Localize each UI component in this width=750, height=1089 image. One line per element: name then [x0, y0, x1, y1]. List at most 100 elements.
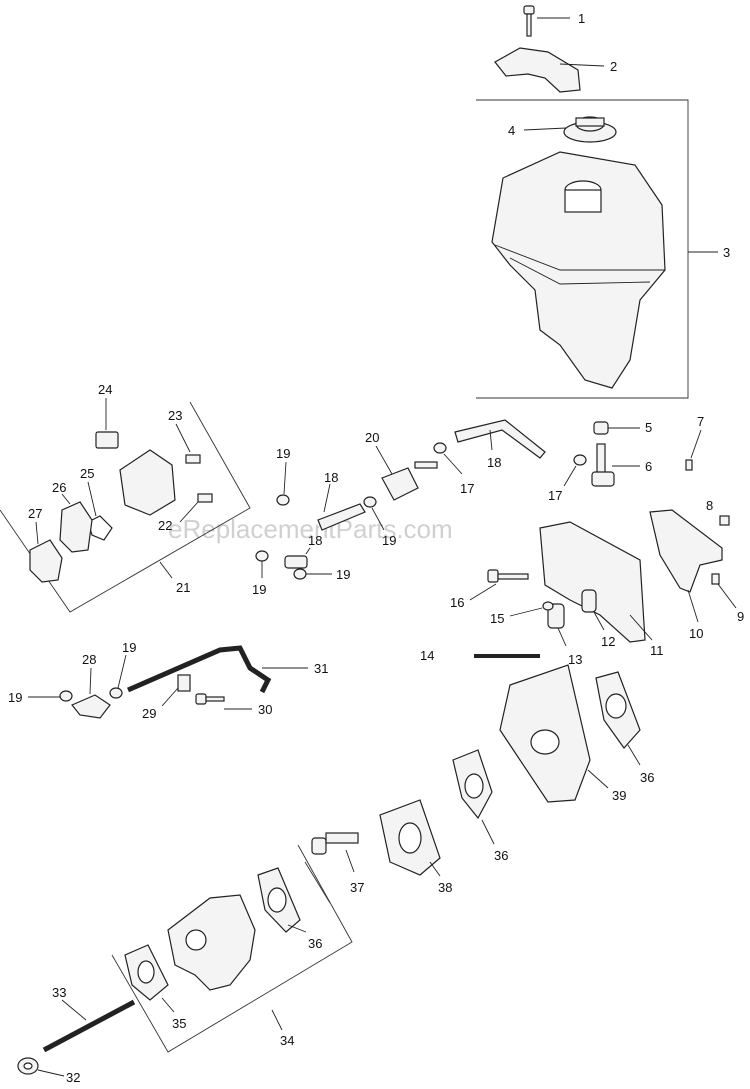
- svg-text:17: 17: [460, 481, 474, 496]
- svg-text:14: 14: [420, 648, 434, 663]
- svg-text:31: 31: [314, 661, 328, 676]
- screw-part-7: [685, 459, 693, 471]
- bolt-part-37: [311, 832, 359, 855]
- fuel-pump-part-21: [119, 449, 176, 516]
- clamp-part-19: [363, 496, 377, 508]
- callout-19: 19: [8, 690, 60, 705]
- fuel-hose-part-18: [284, 555, 308, 569]
- svg-text:7: 7: [697, 414, 704, 429]
- svg-text:39: 39: [612, 788, 626, 803]
- fuel-filter-part-20: [381, 461, 438, 501]
- svg-text:32: 32: [66, 1070, 80, 1085]
- spacer-part-12: [581, 589, 597, 613]
- svg-text:36: 36: [700, 1068, 714, 1083]
- callout-17: 17: [443, 453, 474, 496]
- svg-text:19: 19: [382, 533, 396, 548]
- svg-text:23: 23: [168, 408, 182, 423]
- mounting-plate-part-11: [539, 521, 646, 643]
- svg-text:13: 13: [568, 652, 582, 667]
- callout-7: 7: [690, 414, 704, 459]
- fuel-tank-part-3: [491, 151, 666, 389]
- callout-9: 9: [717, 583, 744, 624]
- hose-part-28: [71, 694, 111, 719]
- callout-19: 19: [117, 640, 136, 689]
- fuel-cap-part-4: [563, 116, 617, 143]
- adapter-part-38: [379, 799, 441, 876]
- svg-text:3: 3: [723, 245, 730, 260]
- callout-4: 4: [508, 123, 567, 138]
- callout-14: 14: [420, 648, 434, 663]
- svg-text:1: 1: [578, 11, 585, 26]
- screw-part-9: [711, 573, 720, 585]
- callout-32: 32: [37, 1069, 80, 1085]
- bolt-part-30: [195, 693, 225, 705]
- svg-text:36: 36: [308, 936, 322, 951]
- nut-part-8: [719, 515, 730, 526]
- spacer-part-13: [547, 603, 565, 629]
- callout-6: 6: [612, 459, 652, 474]
- callout-16: 16: [450, 583, 497, 610]
- svg-text:18: 18: [308, 533, 322, 548]
- callout-37: 37: [345, 849, 364, 895]
- svg-text:4: 4: [508, 123, 515, 138]
- divider-line: [304, 861, 331, 904]
- svg-text:28: 28: [82, 652, 96, 667]
- callout-18: 18: [487, 429, 501, 470]
- svg-text:26: 26: [52, 480, 66, 495]
- bracket-part-2: [494, 47, 581, 93]
- gasket-part-27: [29, 539, 63, 583]
- callout-5: 5: [608, 420, 652, 435]
- gasket-part-36: [257, 867, 301, 933]
- watermark: eReplacementParts.com: [168, 514, 453, 544]
- callout-39: 39: [587, 769, 626, 803]
- callout-28: 28: [82, 652, 96, 695]
- callout-20: 20: [365, 430, 393, 475]
- svg-text:18: 18: [324, 470, 338, 485]
- svg-text:37: 37: [350, 880, 364, 895]
- callout-19: 19: [306, 567, 350, 582]
- svg-text:17: 17: [548, 488, 562, 503]
- svg-text:19: 19: [8, 690, 22, 705]
- svg-text:16: 16: [450, 595, 464, 610]
- gasket-part-36: [452, 749, 493, 820]
- callout-27: 27: [28, 506, 42, 545]
- callout-26: 26: [52, 480, 71, 505]
- callout-38: 38: [429, 861, 452, 895]
- callout-10: 10: [687, 589, 703, 641]
- bracket-part-10: [649, 509, 723, 593]
- svg-text:38: 38: [438, 880, 452, 895]
- callout-34: 34: [271, 1009, 294, 1048]
- gasket-part-36: [595, 671, 641, 749]
- callout-3: 3: [688, 245, 730, 260]
- fuel-line-part-31: [127, 645, 272, 694]
- fuel-hose-part-18: [454, 419, 546, 459]
- callout-25: 25: [80, 466, 97, 517]
- bolt-part-1: [523, 5, 535, 37]
- callout-22: 22: [158, 501, 199, 533]
- callout-29: 29: [142, 687, 179, 721]
- washer-part-15: [542, 601, 554, 611]
- svg-text:19: 19: [276, 446, 290, 461]
- svg-text:30: 30: [258, 702, 272, 717]
- fuel-hose-part-18: [317, 503, 366, 531]
- svg-text:35: 35: [172, 1016, 186, 1031]
- clamp-part-19: [276, 494, 290, 506]
- svg-text:24: 24: [98, 382, 112, 397]
- callout-18: 18: [305, 533, 322, 555]
- gasket-part-35: [124, 944, 169, 1001]
- clamp-part-19: [59, 690, 73, 702]
- callout-35: 35: [161, 997, 186, 1031]
- svg-text:34: 34: [280, 1033, 294, 1048]
- callout-19: 19: [276, 446, 290, 495]
- callout-15: 15: [490, 607, 543, 626]
- gasket-part-25: [87, 515, 113, 541]
- callout-33: 33: [52, 985, 87, 1021]
- svg-text:8: 8: [706, 498, 713, 513]
- plate-part-26: [59, 501, 93, 553]
- callout-17: 17: [548, 465, 577, 503]
- grommet-part-5: [593, 421, 609, 435]
- callout-21: 21: [159, 561, 190, 595]
- svg-text:5: 5: [645, 420, 652, 435]
- callout-18: 18: [323, 470, 338, 513]
- callout-36: 36: [287, 924, 322, 951]
